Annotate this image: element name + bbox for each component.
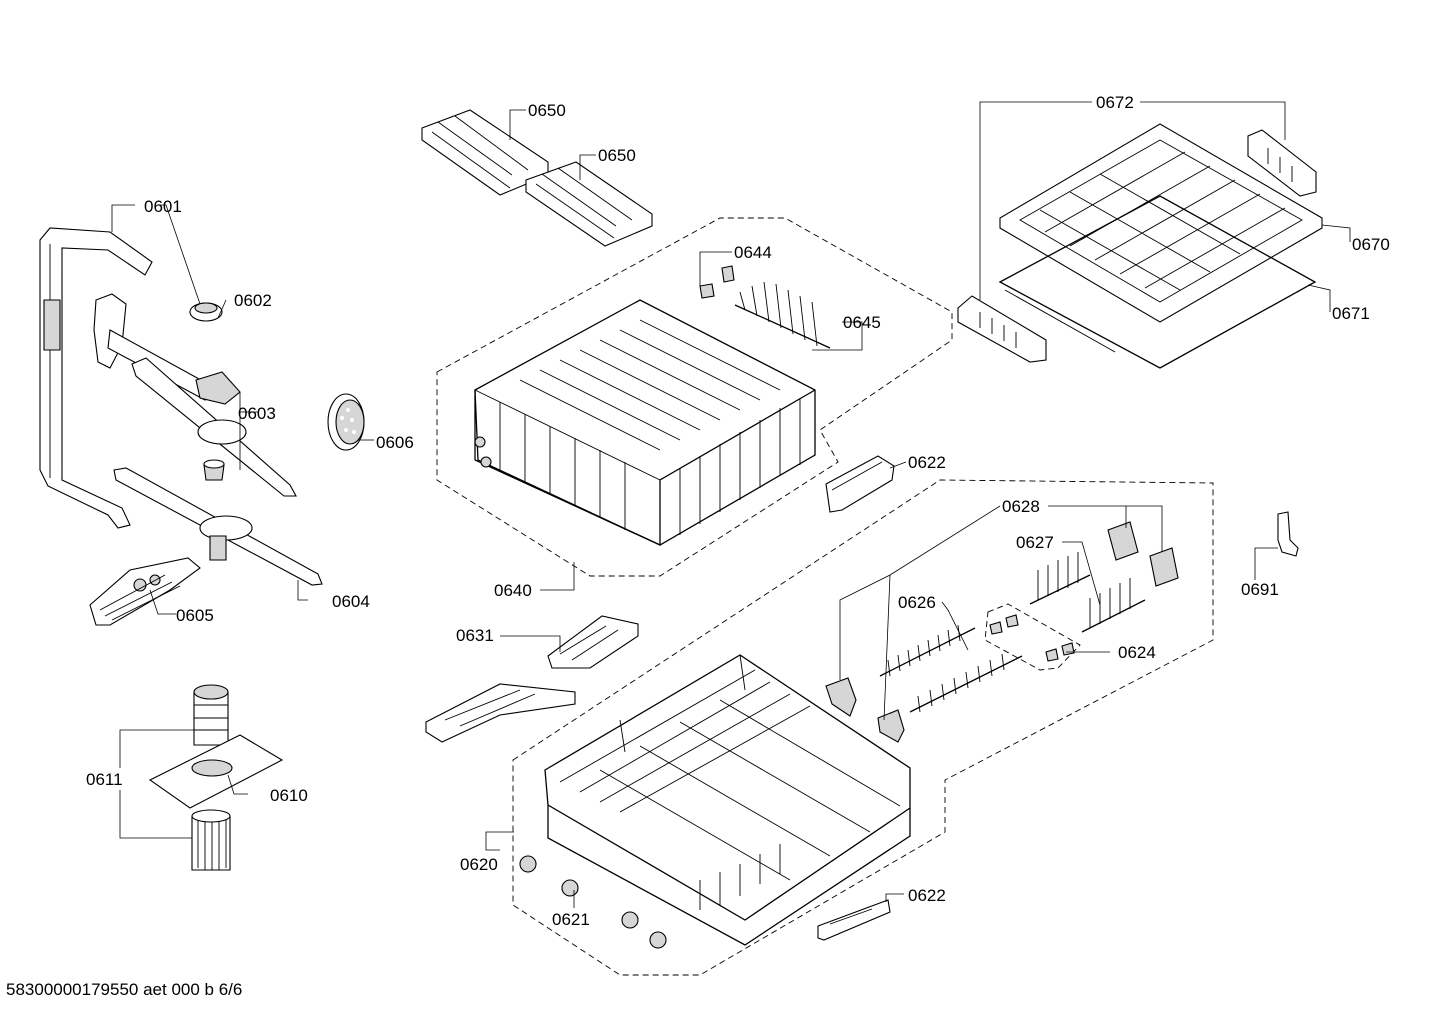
label-0611: 0611 (86, 770, 123, 789)
label-0622-upper: 0622 (908, 453, 946, 472)
label-0691: 0691 (1241, 580, 1279, 599)
lower-rack-group-outline (512, 479, 1214, 976)
label-0626: 0626 (898, 593, 936, 612)
label-0622-lower: 0622 (908, 886, 946, 905)
rack-holder-0628 (1107, 521, 1179, 587)
flat-filter-0610 (148, 734, 284, 809)
plate-rack-0626 (879, 624, 1023, 713)
slide-rail-0672-left (957, 295, 1047, 363)
leader-lines (111, 101, 1351, 908)
label-0610: 0610 (270, 786, 308, 805)
filter-assembly-0611 (193, 684, 229, 746)
lower-spray-arm-0604 (113, 467, 323, 586)
cup-rack-0645 (734, 281, 831, 349)
label-0650-bottom: 0650 (598, 146, 636, 165)
connector-nut-0602 (189, 302, 223, 322)
rack-wheels-0621 (519, 855, 667, 949)
slide-rail-0672-right (1247, 129, 1317, 197)
label-0621: 0621 (552, 910, 590, 929)
cutlery-insert-0650-bottom (525, 161, 653, 247)
label-0604: 0604 (332, 592, 370, 611)
label-0601: 0601 (144, 197, 182, 216)
tray-frame-0671 (998, 195, 1317, 369)
lower-rack-0620 (544, 654, 911, 946)
upper-rack-0640 (474, 299, 816, 547)
cutlery-tray-0670 (999, 123, 1323, 323)
disc-0606 (327, 393, 365, 451)
label-0650-top: 0650 (528, 101, 566, 120)
plate-rack-0627 (1029, 552, 1146, 633)
label-0624: 0624 (1118, 643, 1156, 662)
label-0645: 0645 (843, 313, 881, 332)
label-0627: 0627 (1016, 533, 1054, 552)
micro-filter (191, 809, 231, 871)
label-0644: 0644 (734, 243, 772, 262)
rack-holder-0626-clips (825, 677, 905, 743)
label-0606: 0606 (376, 433, 414, 452)
label-0605: 0605 (176, 606, 214, 625)
supply-pipe-0601 (39, 227, 153, 529)
clip-0644 (699, 265, 735, 299)
upper-rack-group-outline (436, 217, 953, 577)
clip-0691 (1277, 511, 1299, 557)
label-0602: 0602 (234, 291, 272, 310)
label-0620: 0620 (460, 855, 498, 874)
label-0670: 0670 (1352, 235, 1390, 254)
document-code: 58300000179550 aet 000 b 6/6 (6, 980, 243, 999)
label-0671: 0671 (1332, 304, 1370, 323)
rack-handle-0622-lower (817, 899, 891, 941)
rack-accessory-group-outline (984, 603, 1081, 671)
label-0672: 0672 (1096, 93, 1134, 112)
clips-0624 (989, 614, 1075, 662)
rack-handle-0622-upper (825, 455, 895, 513)
label-0640: 0640 (494, 581, 532, 600)
label-0628: 0628 (1002, 497, 1040, 516)
filter-cover-0605 (89, 557, 201, 626)
label-0631: 0631 (456, 626, 494, 645)
upper-spray-arm-0603 (131, 357, 297, 497)
part-labels: 0601 0602 0603 0604 0605 0606 0610 0611 … (86, 93, 1390, 929)
upper-spray-arm-holder (93, 293, 241, 405)
label-0603: 0603 (238, 404, 276, 423)
cutlery-insert-0631 (425, 615, 639, 743)
